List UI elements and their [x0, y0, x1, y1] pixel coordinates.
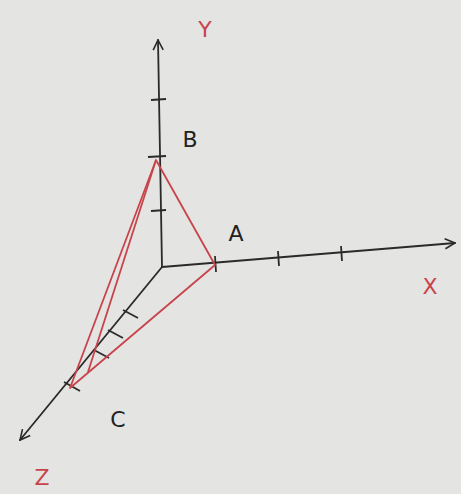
- axis-label: Y: [198, 19, 211, 41]
- point-label: A: [228, 223, 243, 245]
- axis-label: Z: [34, 467, 49, 489]
- point-label: B: [182, 129, 197, 151]
- x-axis: [162, 243, 455, 267]
- y-axis: [158, 40, 162, 267]
- axis-label: X: [422, 276, 437, 298]
- tick-marks: [64, 99, 342, 391]
- point-label: C: [110, 409, 125, 431]
- red-triangle: [70, 160, 215, 388]
- z-axis: [20, 267, 162, 440]
